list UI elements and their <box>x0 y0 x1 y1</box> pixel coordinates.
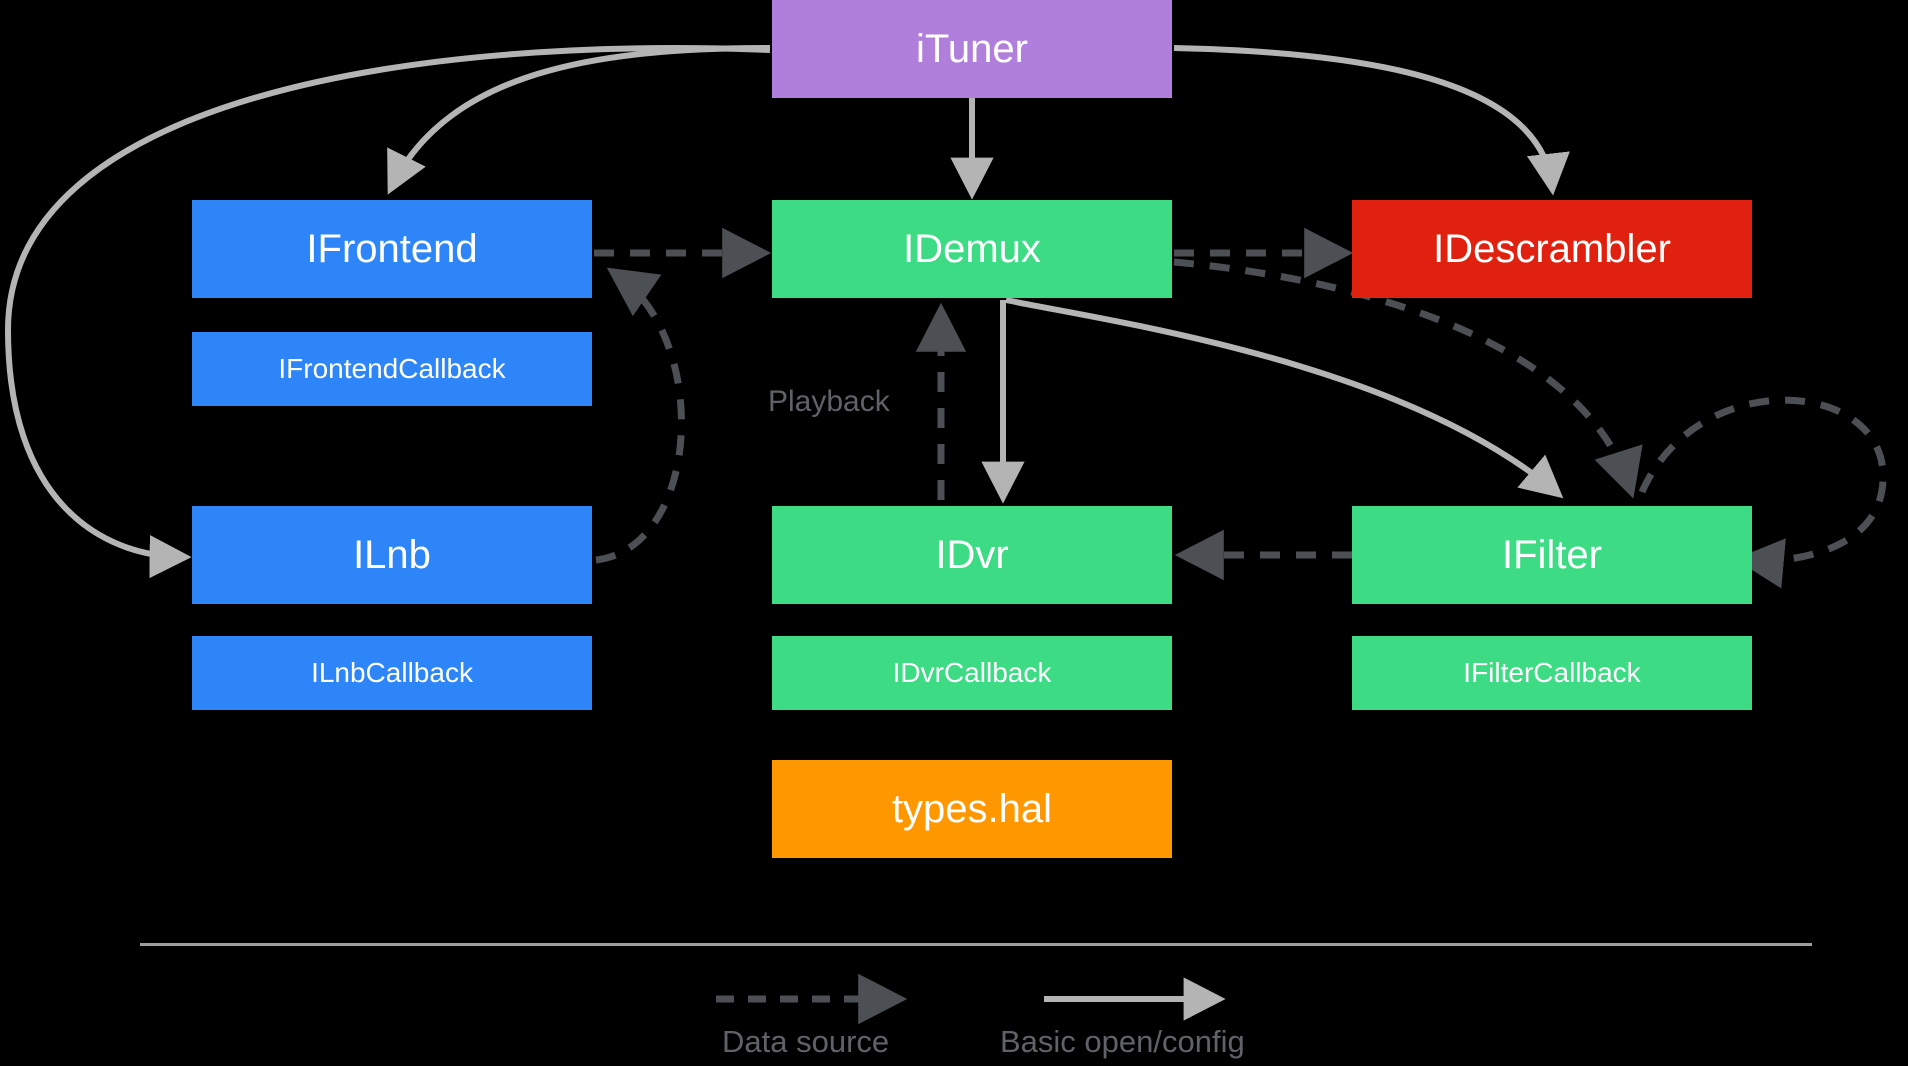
node-typeshal[interactable]: types.hal <box>772 760 1172 858</box>
legend-label-basic-open-config: Basic open/config <box>1000 1024 1245 1059</box>
node-ifrontendcallback[interactable]: IFrontendCallback <box>192 332 592 406</box>
node-label: IDvrCallback <box>892 657 1052 688</box>
node-ilnb[interactable]: ILnb <box>192 506 592 604</box>
node-label: IFrontendCallback <box>278 353 506 384</box>
node-ifiltercallback[interactable]: IFilterCallback <box>1352 636 1752 710</box>
legend-divider <box>140 943 1812 946</box>
node-ifilter[interactable]: IFilter <box>1352 506 1752 604</box>
node-label: types.hal <box>891 787 1053 831</box>
edge-ilnb-to-ifrontend <box>595 267 685 564</box>
node-idescrambler[interactable]: IDescrambler <box>1352 200 1752 298</box>
legend-label-data-source: Data source <box>722 1024 890 1059</box>
node-label: IDemux <box>903 227 1041 271</box>
node-idvrcallback[interactable]: IDvrCallback <box>772 636 1172 710</box>
node-idemux[interactable]: IDemux <box>772 200 1172 298</box>
node-label: IFilter <box>1502 533 1602 577</box>
node-label: IFilterCallback <box>1463 657 1641 688</box>
node-label: iTuner <box>916 27 1028 71</box>
edge-idemux-to-ifilter <box>1005 297 1564 499</box>
node-ilnbcallback[interactable]: ILnbCallback <box>192 636 592 710</box>
node-label: ILnb <box>353 533 431 577</box>
node-label: IDescrambler <box>1433 227 1671 271</box>
node-ituner[interactable]: iTuner <box>772 0 1172 98</box>
node-idvr[interactable]: IDvr <box>772 506 1172 604</box>
node-ifrontend[interactable]: IFrontend <box>192 200 592 298</box>
edge-ituner-to-idescrambler <box>1173 45 1570 196</box>
edge-ituner-to-ifrontend <box>387 45 771 195</box>
node-label: IFrontend <box>306 227 478 271</box>
edge-ituner-to-ilnb <box>4 45 771 579</box>
edge-label-playback: Playback <box>768 385 890 418</box>
node-label: IDvr <box>935 533 1009 577</box>
node-label: ILnbCallback <box>311 657 473 688</box>
